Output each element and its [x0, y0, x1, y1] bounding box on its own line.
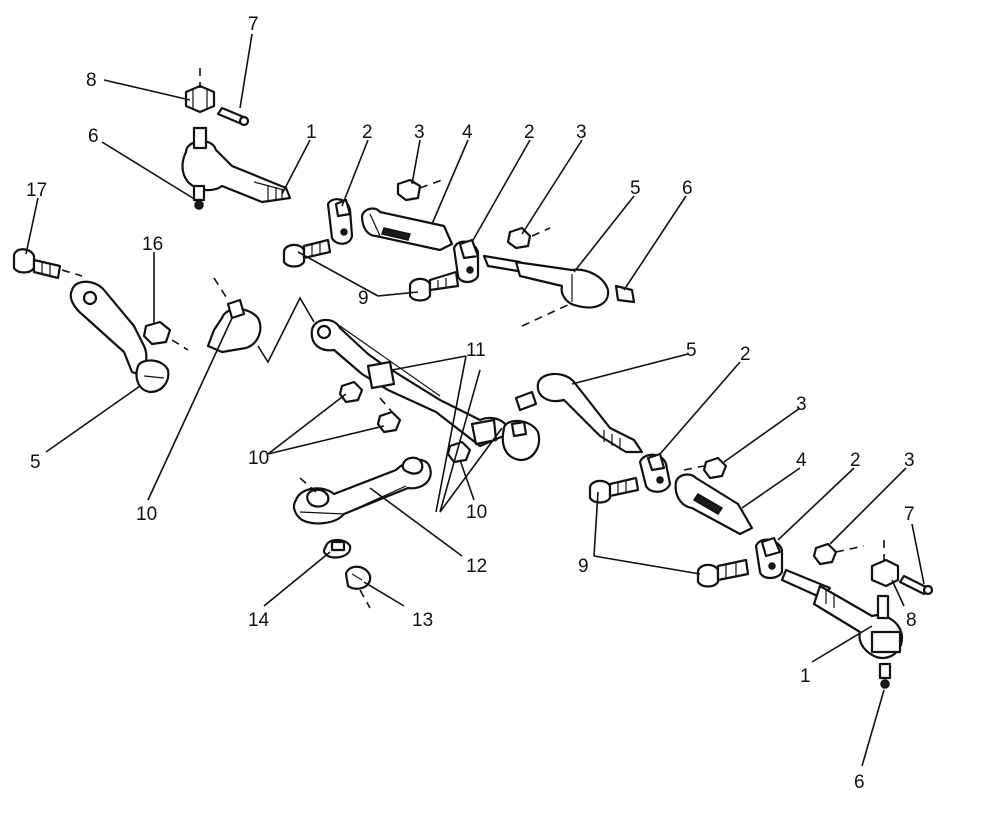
- upper-clamp-right: [452, 238, 480, 284]
- callout-5-lower: 5: [686, 340, 697, 361]
- callout-10-left: 10: [136, 504, 157, 525]
- callout-labels: 7 8 6 1 2 3 4 2 3 5 6 17 16 9 5 10 11 5 …: [26, 14, 917, 793]
- callout-4-lower: 4: [796, 450, 807, 471]
- callout-6-upper: 6: [88, 126, 99, 147]
- callout-2-lower-a: 2: [740, 344, 751, 365]
- relay-nut-a: [338, 380, 364, 404]
- relay-nut-b: [376, 397, 402, 434]
- upper-clamp-nut-right: [506, 226, 551, 250]
- pitman-nut: [142, 320, 189, 351]
- callout-16: 16: [142, 234, 163, 255]
- callout-11: 11: [466, 340, 486, 361]
- upper-clamp-bolt-right: [408, 270, 460, 302]
- callout-9-upper: 9: [358, 288, 369, 309]
- pitman-arm: [69, 280, 170, 394]
- upper-clamp-nut-left: [396, 178, 443, 202]
- callout-3-lower-a: 3: [796, 394, 807, 415]
- upper-clamp-bolt-left: [282, 238, 332, 268]
- idler-bracket: [292, 456, 432, 525]
- lower-inner-tie-rod: [514, 372, 644, 454]
- callout-17: 17: [26, 180, 47, 201]
- callout-5-upper: 5: [630, 178, 641, 199]
- callout-6-lower: 6: [854, 772, 865, 793]
- upper-castle-nut: [184, 68, 216, 114]
- upper-clamp-left: [326, 198, 354, 245]
- callout-1-upper: 1: [306, 122, 317, 143]
- callout-3-lower-b: 3: [904, 450, 915, 471]
- callout-7-lower: 7: [904, 504, 915, 525]
- callout-12: 12: [466, 556, 487, 577]
- callout-13: 13: [412, 610, 433, 631]
- relay-rod: [310, 318, 541, 462]
- lower-clamp-left: [638, 452, 672, 493]
- lower-outer-tie-rod-end: [780, 568, 904, 689]
- callout-5-left: 5: [30, 452, 41, 473]
- bushing-14: [322, 538, 352, 559]
- lower-clamp-bolt-right: [696, 558, 750, 588]
- callout-8-upper: 8: [86, 70, 97, 91]
- relay-nut-c: [446, 440, 472, 464]
- callout-10-right: 10: [466, 502, 487, 523]
- callout-3-upper-a: 3: [414, 122, 425, 143]
- callout-3-upper-b: 3: [576, 122, 587, 143]
- upper-outer-tie-rod-end: [181, 126, 292, 210]
- callout-14: 14: [248, 610, 270, 631]
- upper-cotter-pin: [216, 106, 250, 127]
- callout-9-lower: 9: [578, 556, 589, 577]
- callout-2-lower-b: 2: [850, 450, 861, 471]
- lower-clamp-nut-right: [812, 542, 865, 566]
- callout-8-lower: 8: [906, 610, 917, 631]
- callout-10-center: 10: [248, 448, 269, 469]
- callout-2-upper-a: 2: [362, 122, 373, 143]
- callout-4-upper: 4: [462, 122, 473, 143]
- callout-1-lower: 1: [800, 666, 811, 687]
- idler-arm-left: [206, 277, 315, 364]
- lower-cotter-pin: [898, 574, 934, 596]
- upper-adjuster-sleeve: [360, 207, 454, 252]
- lower-clamp-right: [754, 536, 784, 580]
- pitman-bolt: [12, 248, 83, 280]
- nut-13: [344, 565, 372, 609]
- leader-lines: [25, 33, 925, 767]
- callout-6-upper-right: 6: [682, 178, 693, 199]
- callout-7-upper: 7: [248, 14, 259, 35]
- upper-inner-tie-rod: [482, 254, 636, 327]
- lower-adjuster-sleeve: [674, 473, 754, 536]
- lower-castle-nut: [870, 540, 900, 588]
- lower-clamp-bolt-left: [588, 476, 640, 504]
- lower-clamp-nut-left: [683, 456, 728, 480]
- callout-2-upper-b: 2: [524, 122, 535, 143]
